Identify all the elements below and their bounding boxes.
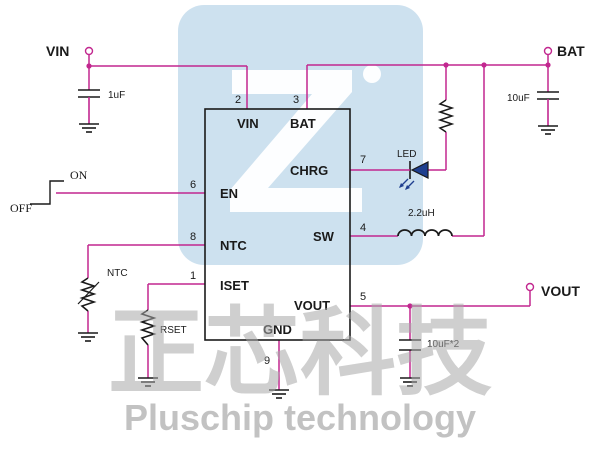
label-rset: RSET <box>160 325 187 336</box>
vout-terminal <box>525 282 535 292</box>
watermark-english: Pluschip technology <box>124 397 476 438</box>
pin-number-en: 6 <box>190 179 196 191</box>
pin-number-bat: 3 <box>293 94 299 106</box>
pin-number-iset: 1 <box>190 270 196 282</box>
ground-icon <box>538 125 558 135</box>
label-inductor: 2.2uH <box>408 208 435 219</box>
inductor <box>397 229 453 237</box>
label-led: LED <box>397 149 416 160</box>
label-c-bat: 10uF <box>507 93 530 104</box>
ground-icon <box>400 377 420 387</box>
ground-icon <box>269 389 289 399</box>
pin-name-iset: ISET <box>220 278 249 293</box>
junctions <box>86 62 551 309</box>
bat-terminal <box>543 46 553 56</box>
pin-number-sw: 4 <box>360 222 366 234</box>
ground-icon <box>138 377 158 387</box>
en-switch <box>30 180 64 205</box>
net-label-vout: VOUT <box>541 283 580 299</box>
pin-name-ntc: NTC <box>220 238 247 253</box>
pin-name-gnd: GND <box>263 322 292 337</box>
pin-name-vin: VIN <box>237 116 259 131</box>
watermark-chinese: 正芯科技 <box>108 297 492 409</box>
net-label-vin: VIN <box>46 43 69 59</box>
pin-name-vout: VOUT <box>294 298 330 313</box>
pin-number-vin: 2 <box>235 94 241 106</box>
pin-number-vout: 5 <box>360 291 366 303</box>
resistor-led <box>437 99 455 133</box>
switch-label-on: ON <box>70 168 88 182</box>
ground-icon <box>78 332 98 342</box>
pin-name-bat: BAT <box>290 116 316 131</box>
ntc-resistor <box>77 277 100 312</box>
capacitor-c-bat <box>537 91 559 126</box>
pin-number-chrg: 7 <box>360 154 366 166</box>
wires <box>56 55 549 390</box>
net-label-bat: BAT <box>557 43 585 59</box>
capacitor-c-out <box>399 339 421 351</box>
pin-number-ntc: 8 <box>190 231 196 243</box>
label-c-in: 1uF <box>108 90 125 101</box>
logo-watermark <box>178 5 423 265</box>
label-c-out: 10uF*2 <box>427 339 460 350</box>
pin-name-chrg: CHRG <box>290 163 328 178</box>
vin-terminal <box>84 46 94 56</box>
label-ntc: NTC <box>107 268 128 279</box>
ground-icon <box>79 123 99 133</box>
pin-number-gnd: 9 <box>264 355 270 367</box>
terminals <box>84 46 553 292</box>
ic-body <box>204 108 351 341</box>
pin-name-en: EN <box>220 186 238 201</box>
capacitor-c-in <box>78 89 100 124</box>
switch-label-off: OFF <box>10 201 32 215</box>
led-icon <box>399 161 429 190</box>
rset-resistor <box>139 309 157 346</box>
pin-name-sw: SW <box>313 229 335 244</box>
